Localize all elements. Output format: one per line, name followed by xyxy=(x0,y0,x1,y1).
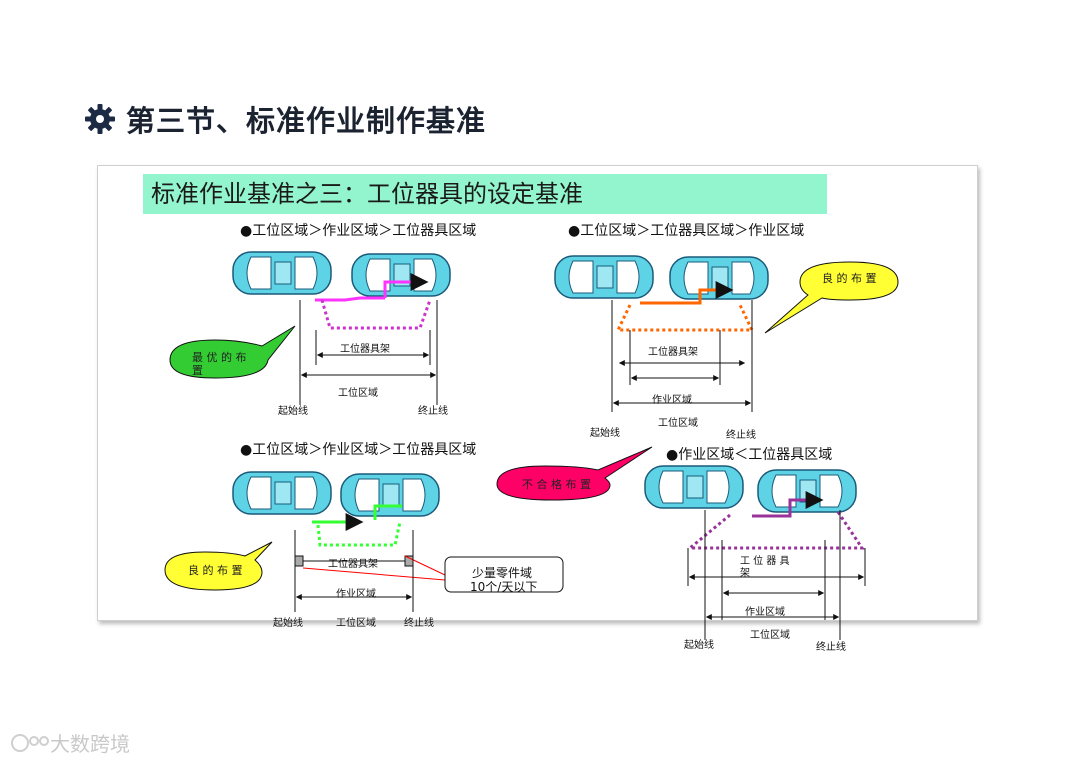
note-line2: 10个/天以下 xyxy=(470,580,538,594)
content-frame xyxy=(97,165,978,621)
station-area-label: 工位区域 xyxy=(750,630,790,641)
panel-bottom-left-heading: ●工位区域＞作业区域＞工位器具区域 xyxy=(240,442,477,458)
end-line-label: 终止线 xyxy=(816,642,846,653)
fixture-label: 工位器具架 xyxy=(328,559,378,570)
car-icon xyxy=(644,465,744,509)
car-icon xyxy=(669,256,769,300)
callout-bad-layout: 不 合 格 布 置 xyxy=(522,478,591,491)
callout-best-layout: 最 优 的 布 置 xyxy=(192,351,247,377)
watermark: 大数跨境 xyxy=(10,728,130,757)
work-area-label: 作业区域 xyxy=(745,607,785,618)
gear-icon xyxy=(85,104,115,134)
callout-good-layout: 良 的 布 置 xyxy=(188,564,243,577)
watermark-text: 大数跨境 xyxy=(50,732,130,756)
car-icon xyxy=(351,253,451,297)
note-line1: 少量零件域 xyxy=(472,566,533,580)
station-area-label: 工位区域 xyxy=(338,388,378,399)
fixture-label: 工位器具架 xyxy=(340,344,390,355)
page-title: 第三节、标准作业制作基准 xyxy=(84,97,486,141)
car-icon xyxy=(232,251,332,295)
car-icon xyxy=(232,471,332,515)
end-line-label: 终止线 xyxy=(404,618,434,629)
car-icon xyxy=(340,473,440,517)
end-line-label: 终止线 xyxy=(726,430,756,441)
panel-bottom-right xyxy=(496,446,866,640)
start-line-label: 起始线 xyxy=(273,618,303,629)
callout-good-layout: 良 的 布 置 xyxy=(822,272,877,285)
fixture-label: 工 位 器 具 架 xyxy=(740,556,790,579)
panel-bottom-right-heading: ●作业区域＜工位器具区域 xyxy=(666,447,833,463)
panel-top-left xyxy=(169,251,451,405)
panel-top-left-heading: ●工位区域＞作业区域＞工位器具区域 xyxy=(240,223,477,239)
start-line-label: 起始线 xyxy=(590,428,620,439)
start-line-label: 起始线 xyxy=(278,406,308,417)
car-icon xyxy=(757,469,857,513)
work-area-label: 作业区域 xyxy=(336,589,376,600)
car-icon xyxy=(554,255,654,299)
fixture-label: 工位器具架 xyxy=(648,347,698,358)
end-line-label: 终止线 xyxy=(418,406,448,417)
page-title-text: 第三节、标准作业制作基准 xyxy=(126,104,487,138)
work-area-label: 作业区域 xyxy=(652,395,692,406)
panel-bottom-left xyxy=(164,471,564,612)
station-area-label: 工位区域 xyxy=(658,418,698,429)
panel-top-right xyxy=(554,255,899,412)
watermark-logo-icon xyxy=(11,733,49,752)
panel-top-right-heading: ●工位区域＞工位器具区域＞作业区域 xyxy=(568,223,805,239)
station-area-label: 工位区域 xyxy=(336,618,376,629)
section-banner: 标准作业基准之三：工位器具的设定基准 xyxy=(143,174,827,214)
start-line-label: 起始线 xyxy=(684,640,714,651)
